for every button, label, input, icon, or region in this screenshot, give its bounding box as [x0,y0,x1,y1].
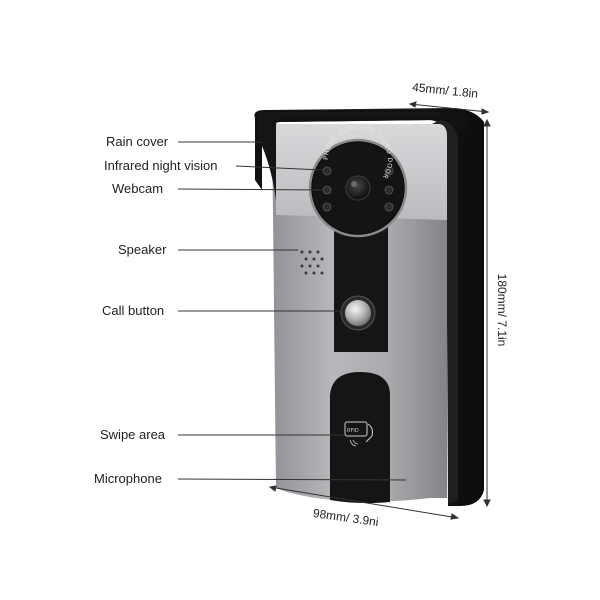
rain-cover-label: Rain cover [106,134,169,149]
center-strip [330,200,390,504]
call-button-label: Call button [102,303,165,318]
microphone-hole-icon [406,478,410,482]
callout-leaders [177,141,407,481]
camera-module: PHONE OUTDOOR VIDEO DOOR [308,125,408,238]
call-button[interactable] [340,295,376,331]
ir-led-icon [384,166,394,176]
infrared-label: Infrared night vision [104,158,218,173]
svg-text:RFID: RFID [347,428,359,434]
dimension-lines [268,101,491,520]
swipe-area-label: Swipe area [100,427,166,442]
camera-lens-icon [345,175,371,201]
webcam-label: Webcam [112,181,164,196]
speaker-grille [300,250,324,275]
rfid-card-icon: RFID [344,421,373,447]
ir-led-icon [384,185,394,195]
ir-led-icon [384,202,394,212]
ir-led-icon [322,166,332,176]
height-dimension-label: 180mm/ 7.1in [495,273,509,347]
ir-led-icon [322,202,332,212]
ir-led-icon [322,185,332,195]
speaker-label: Speaker [118,242,167,257]
microphone-label: Microphone [94,471,162,486]
